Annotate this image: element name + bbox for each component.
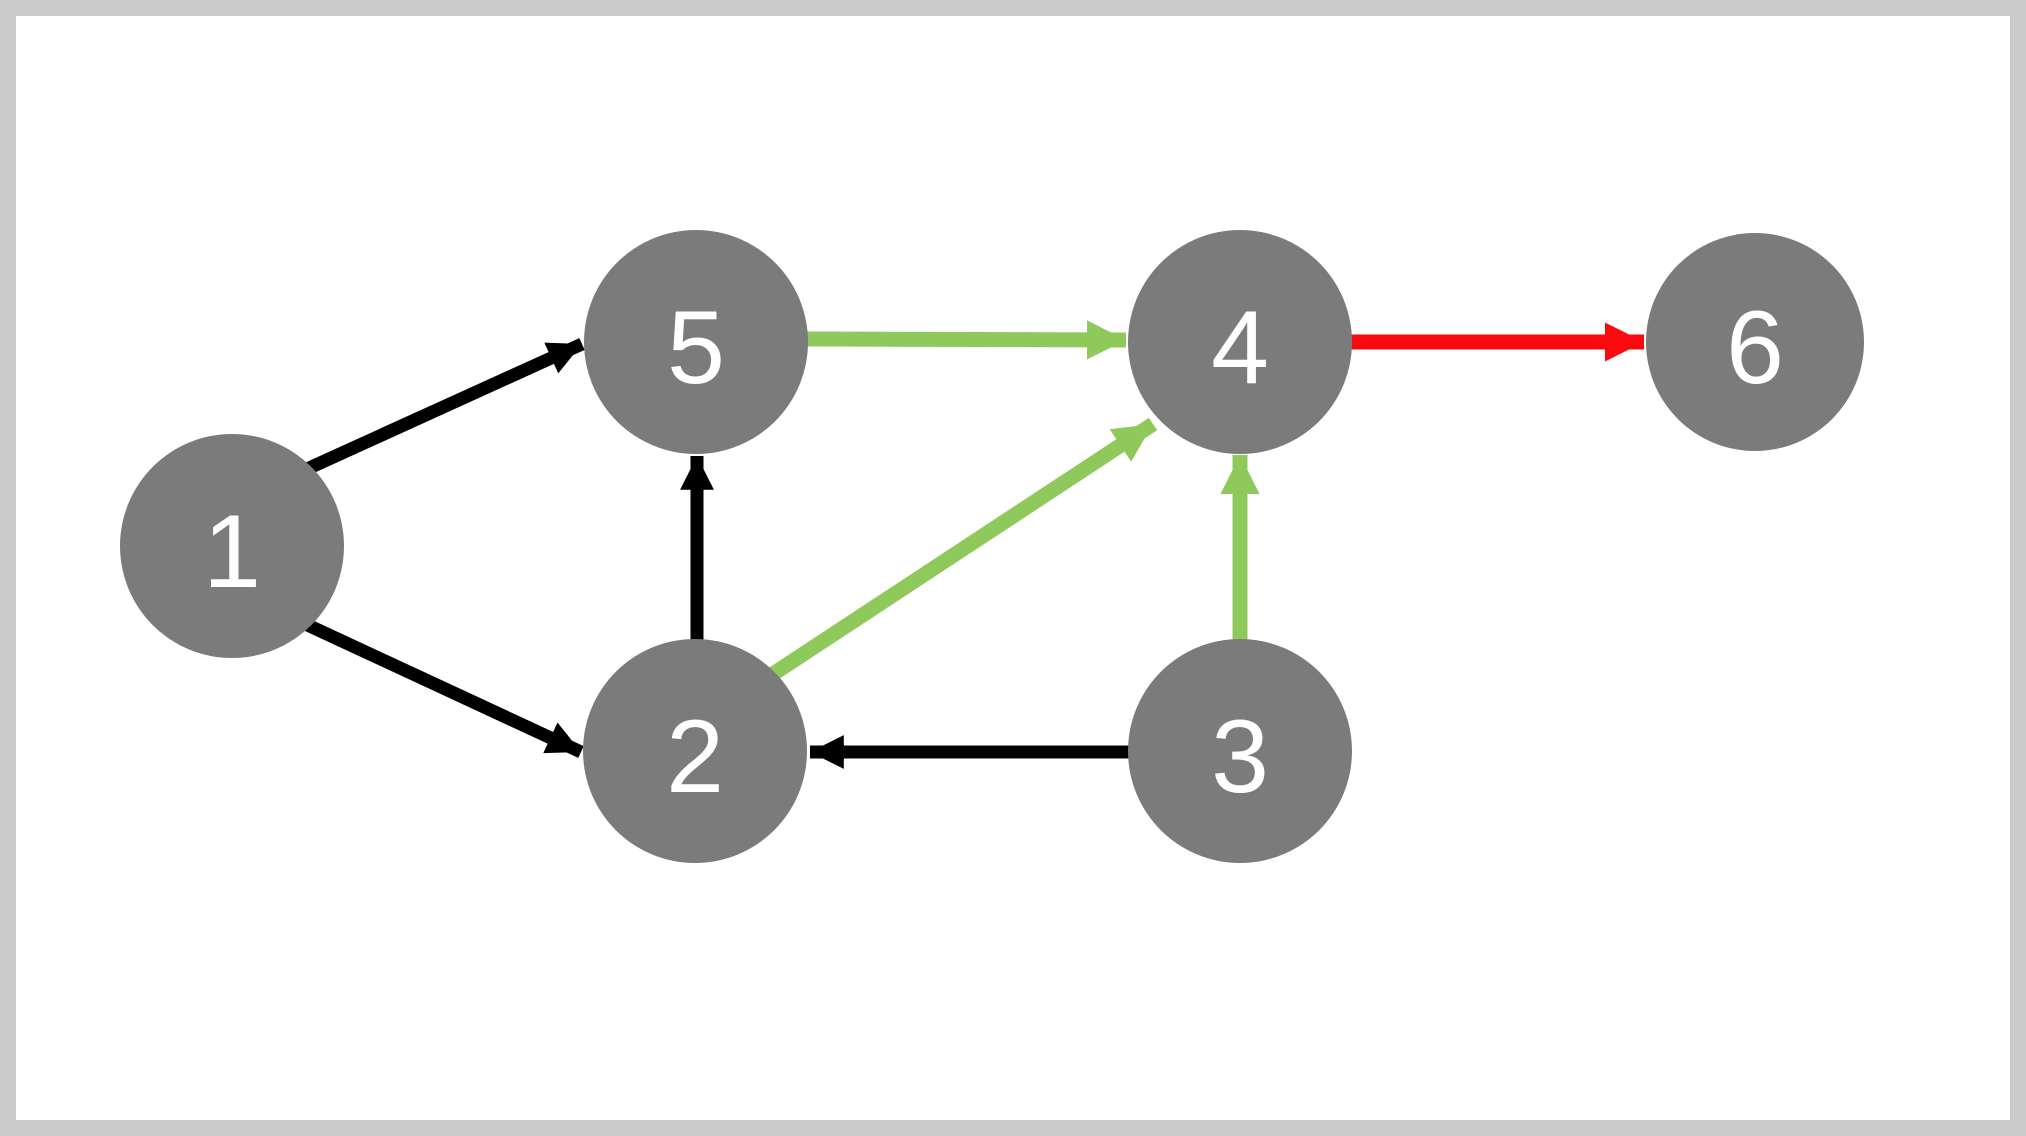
node-label-5: 5	[667, 290, 725, 406]
edge-1-to-5	[298, 338, 585, 478]
node-label-1: 1	[203, 494, 261, 610]
graph-node-4: 4	[1128, 230, 1352, 454]
graph-node-6: 6	[1646, 233, 1864, 451]
node-circle-6	[1646, 233, 1864, 451]
node-label-6: 6	[1726, 290, 1784, 406]
edge-5-to-4	[791, 320, 1127, 360]
node-circle-5	[584, 230, 808, 454]
graph-node-2: 2	[583, 639, 807, 863]
node-circle-3	[1128, 639, 1352, 863]
node-label-3: 3	[1211, 699, 1269, 815]
edge-1-to-2	[296, 615, 584, 758]
graph-node-5: 5	[584, 230, 808, 454]
graph-node-3: 3	[1128, 639, 1352, 863]
graph-node-1: 1	[120, 434, 344, 658]
node-label-2: 2	[666, 699, 724, 815]
node-circle-1	[120, 434, 344, 658]
node-circle-2	[583, 639, 807, 863]
node-circle-4	[1128, 230, 1352, 454]
edge-2-to-4	[756, 417, 1158, 689]
node-label-4: 4	[1211, 290, 1269, 406]
